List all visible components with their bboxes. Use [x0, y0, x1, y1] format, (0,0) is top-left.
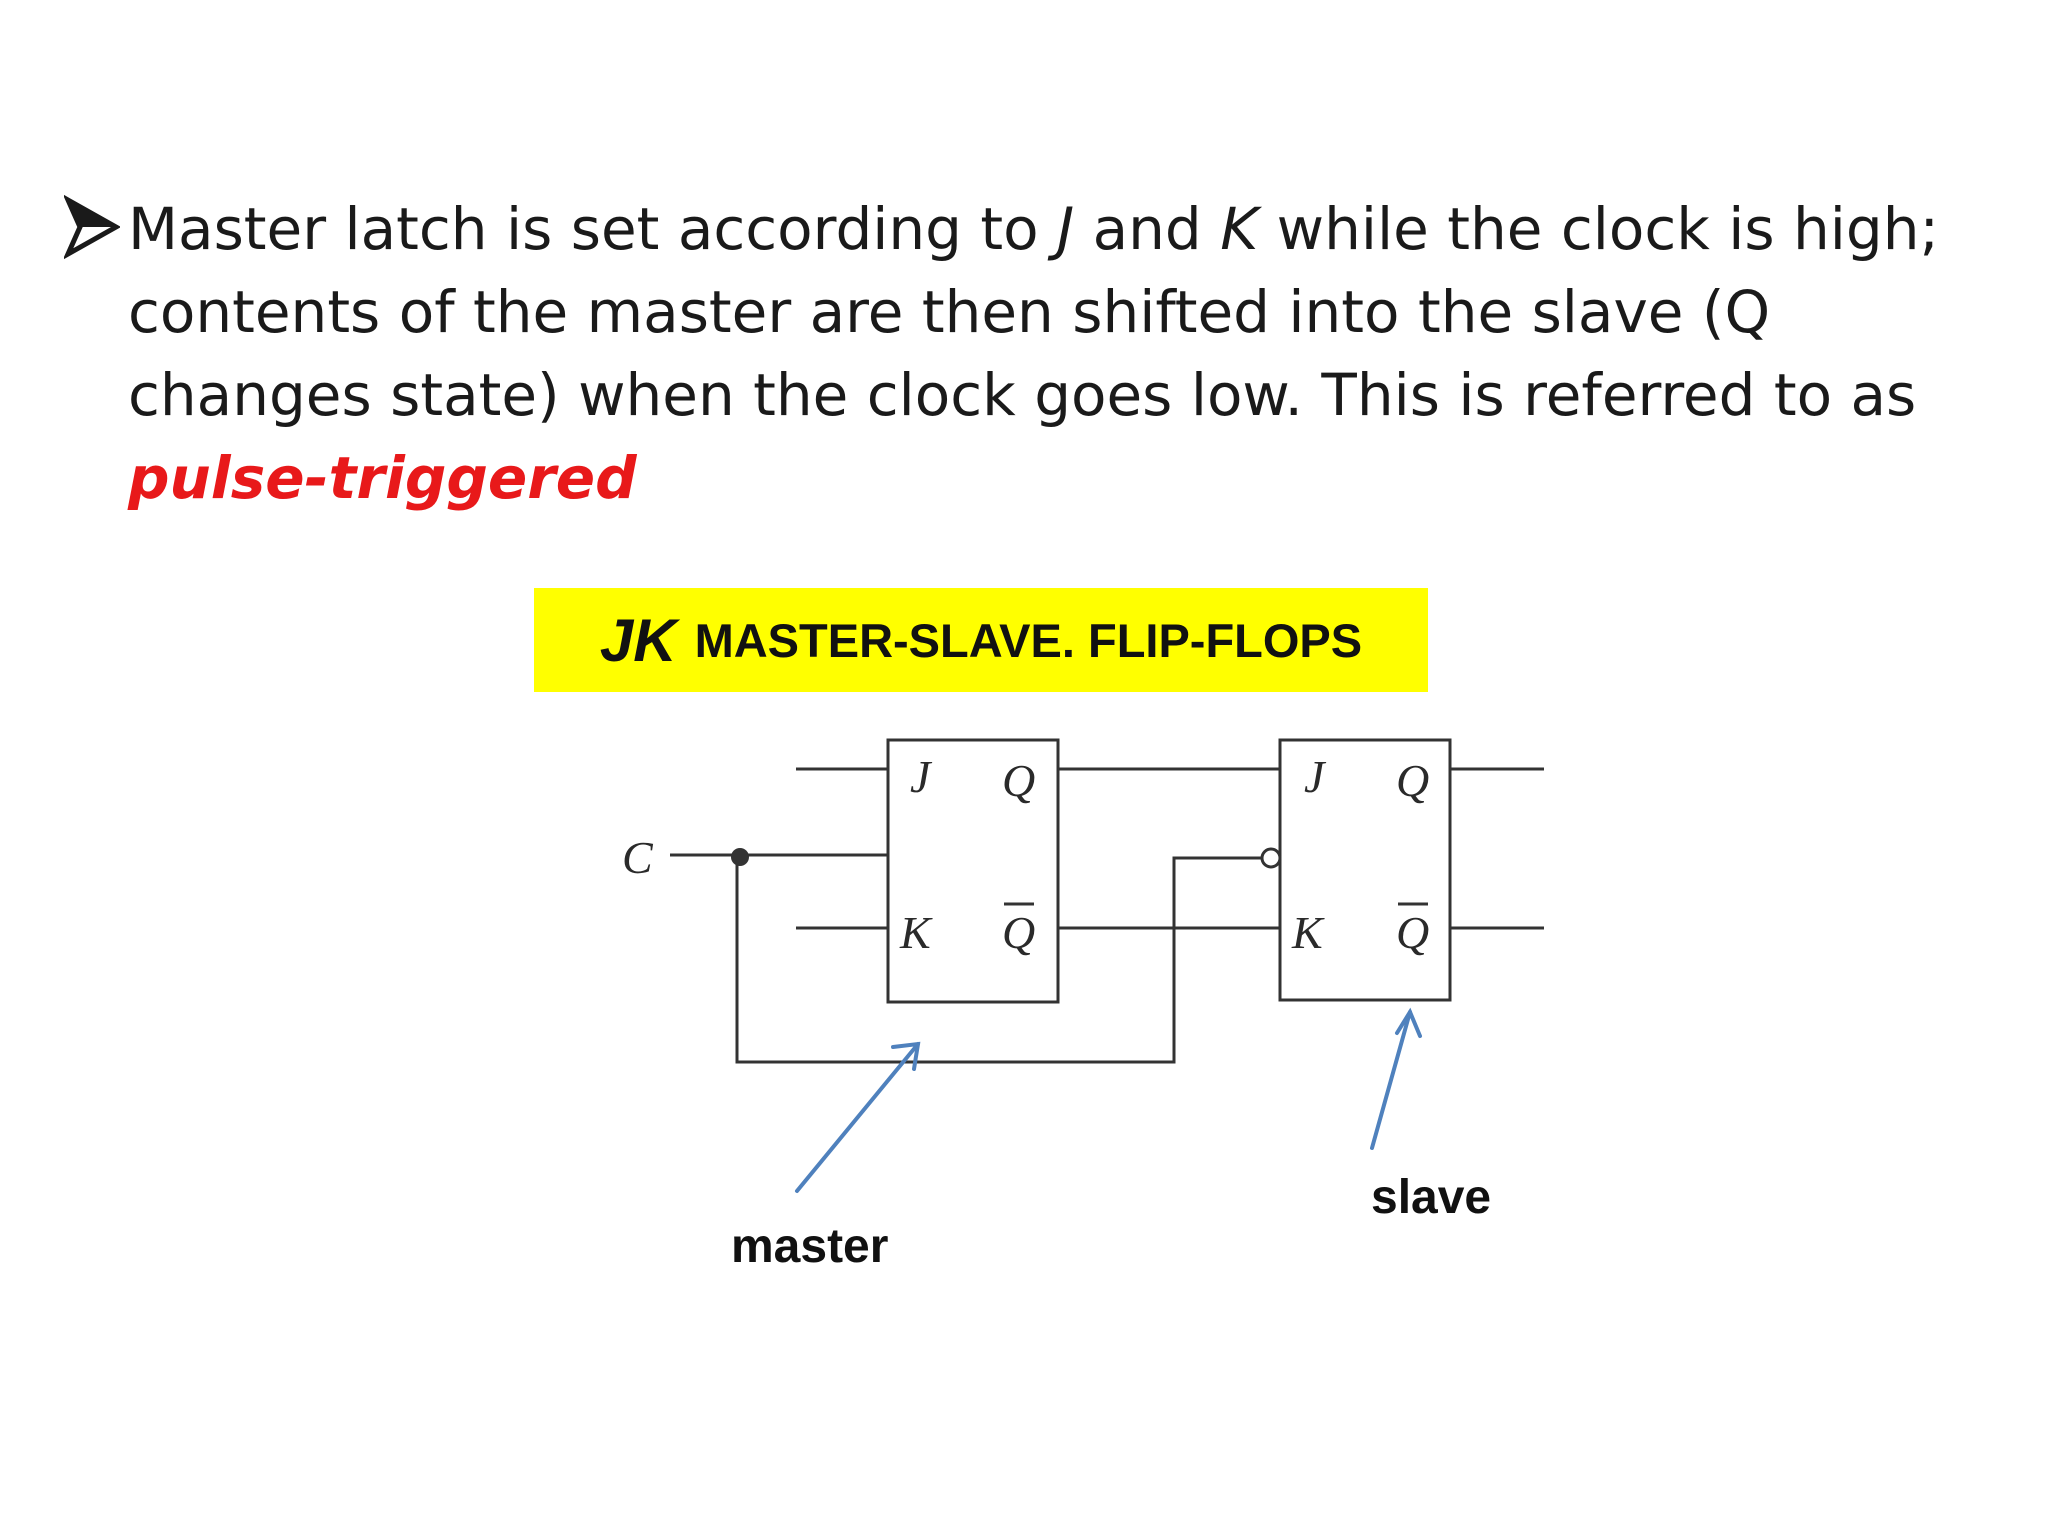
- slave-flip-flop-box: [1278, 738, 1452, 1002]
- slave-k-label: K: [1291, 907, 1325, 958]
- master-k-label: K: [899, 907, 933, 958]
- bullet-j-symbol: J: [1057, 195, 1075, 263]
- master-label: master: [731, 1220, 889, 1273]
- title-rest: MASTER-SLAVE. FLIP-FLOPS: [694, 613, 1363, 667]
- bullet-text-part: Master latch is set according to: [128, 195, 1058, 263]
- slave-clock-inversion-bubble: [1260, 847, 1282, 869]
- slave-q-label: Q: [1396, 755, 1429, 806]
- emphasis-pulse-triggered: pulse-triggered: [128, 444, 637, 512]
- bullet-k-symbol: K: [1220, 195, 1259, 263]
- slave-label: slave: [1371, 1171, 1492, 1224]
- master-qbar-label: Q: [1002, 907, 1035, 958]
- slave-qbar-label: Q: [1396, 907, 1429, 958]
- slave-arrowhead-icon: [1395, 1007, 1422, 1038]
- bullet-text-part: and: [1074, 195, 1221, 263]
- master-pointer-arrow: [795, 1042, 920, 1193]
- slave-pointer-arrow: [1370, 1010, 1412, 1150]
- bullet-text-part: while the clock is high; contents of the…: [128, 195, 1939, 429]
- master-j-label: J: [910, 751, 933, 802]
- master-flip-flop-box: [886, 738, 1060, 1004]
- clock-junction-dot: [731, 848, 749, 866]
- master-q-label: Q: [1002, 755, 1035, 806]
- master-arrowhead-icon: [891, 1041, 921, 1071]
- clock-label: C: [622, 832, 654, 883]
- bullet-text: Master latch is set according to J and K…: [128, 188, 2008, 520]
- diagram-title: JK MASTER-SLAVE. FLIP-FLOPS: [534, 588, 1428, 692]
- arrow-bullet-icon: [64, 194, 120, 260]
- clock-loop-wire: [735, 855, 1262, 1064]
- slave-j-label: J: [1304, 751, 1327, 802]
- title-jk: JK: [599, 606, 677, 674]
